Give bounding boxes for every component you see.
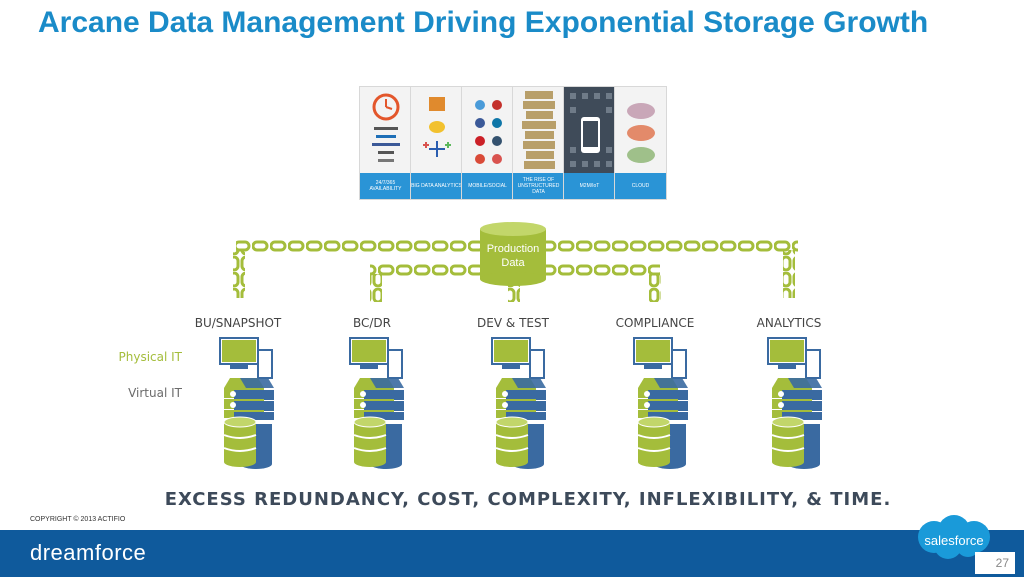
tile-caption: BIG DATA ANALYTICS xyxy=(411,173,462,199)
slide-title: Arcane Data Management Driving Exponenti… xyxy=(38,6,929,39)
tile-mobile-social: MOBILE/SOCIAL xyxy=(461,86,514,200)
copyright-notice: COPYRIGHT © 2013 ACTIFIO xyxy=(30,516,126,523)
row-label-physical: Physical IT xyxy=(118,350,183,364)
social-icons xyxy=(475,100,502,164)
production-data-cylinder xyxy=(480,222,546,286)
chain-drop-analytics xyxy=(783,250,795,298)
tile-m2m: M2M/IoT xyxy=(563,86,616,200)
column-label-dev-test: DEV & TEST xyxy=(477,316,549,330)
tile-caption: 24/7/365 AVAILABILITY xyxy=(360,173,411,199)
salesforce-cloud-logo: salesforce xyxy=(918,515,990,559)
analytics-icon xyxy=(423,97,451,157)
chain-drop-bcdr xyxy=(370,274,382,302)
tile-caption: CLOUD xyxy=(615,173,666,199)
paper-stack-icon xyxy=(522,91,556,169)
column-label-analytics: ANALYTICS xyxy=(756,316,822,330)
workstation-analytics xyxy=(767,337,823,470)
tile-caption: THE RISE OF UNSTRUCTURED DATA xyxy=(513,173,564,199)
tile-unstructured: THE RISE OF UNSTRUCTURED DATA xyxy=(512,86,565,200)
workstation-bu-snapshot xyxy=(219,337,275,470)
chain-diagram xyxy=(219,222,823,470)
column-label-compliance: COMPLIANCE xyxy=(615,316,695,330)
tile-availability: 24/7/365 AVAILABILITY xyxy=(359,86,412,200)
dreamforce-logo: dreamforce xyxy=(30,540,147,565)
summary-statement: EXCESS REDUNDANCY, COST, COMPLEXITY, INF… xyxy=(164,489,892,510)
footer-bar xyxy=(0,530,1024,577)
workstation-compliance xyxy=(633,337,689,470)
column-label-bc-dr: BC/DR xyxy=(352,316,392,330)
tile-caption: M2M/IoT xyxy=(564,173,615,199)
smartphone-icon xyxy=(570,93,612,167)
workstation-dev-test xyxy=(491,337,547,470)
production-data-label: Production Data xyxy=(486,243,540,269)
chain-drop-bu xyxy=(233,250,245,298)
chain-drop-compliance xyxy=(649,274,661,302)
workstation-bc-dr xyxy=(349,337,405,470)
tile-big-data: BIG DATA ANALYTICS xyxy=(410,86,463,200)
tile-caption: MOBILE/SOCIAL xyxy=(462,173,513,199)
page-number: 27 xyxy=(975,552,1015,574)
tile-cloud: CLOUD xyxy=(614,86,667,200)
clock-icon xyxy=(372,93,400,162)
column-label-bu-snapshot: BU/SNAPSHOT xyxy=(194,316,282,330)
cloud-icons xyxy=(627,103,655,163)
row-label-virtual: Virtual IT xyxy=(128,386,182,400)
salesforce-logo-text: salesforce xyxy=(924,533,983,548)
